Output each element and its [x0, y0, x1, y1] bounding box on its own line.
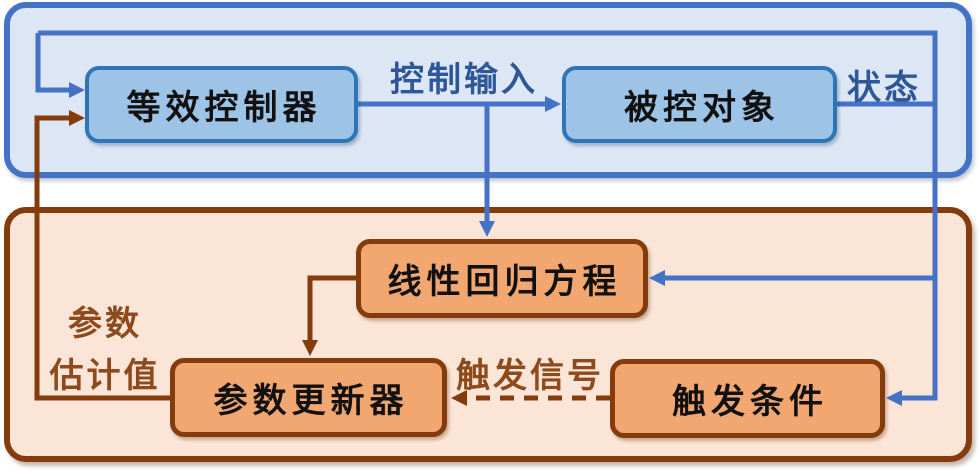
label-parameter-estimate-line1: 参数	[68, 306, 142, 343]
node-equivalent-controller: 等效控制器	[85, 66, 358, 143]
label-trigger-signal: 触发信号	[456, 358, 604, 395]
label-control-input: 控制输入	[390, 62, 538, 99]
node-linear-regression: 线性回归方程	[356, 239, 648, 318]
label-state: 状态	[847, 70, 921, 107]
node-parameter-updater: 参数更新器	[170, 358, 447, 437]
node-trigger-condition: 触发条件	[610, 359, 885, 438]
label-parameter-estimate-line2: 估计值	[49, 358, 161, 395]
node-plant: 被控对象	[562, 66, 837, 143]
